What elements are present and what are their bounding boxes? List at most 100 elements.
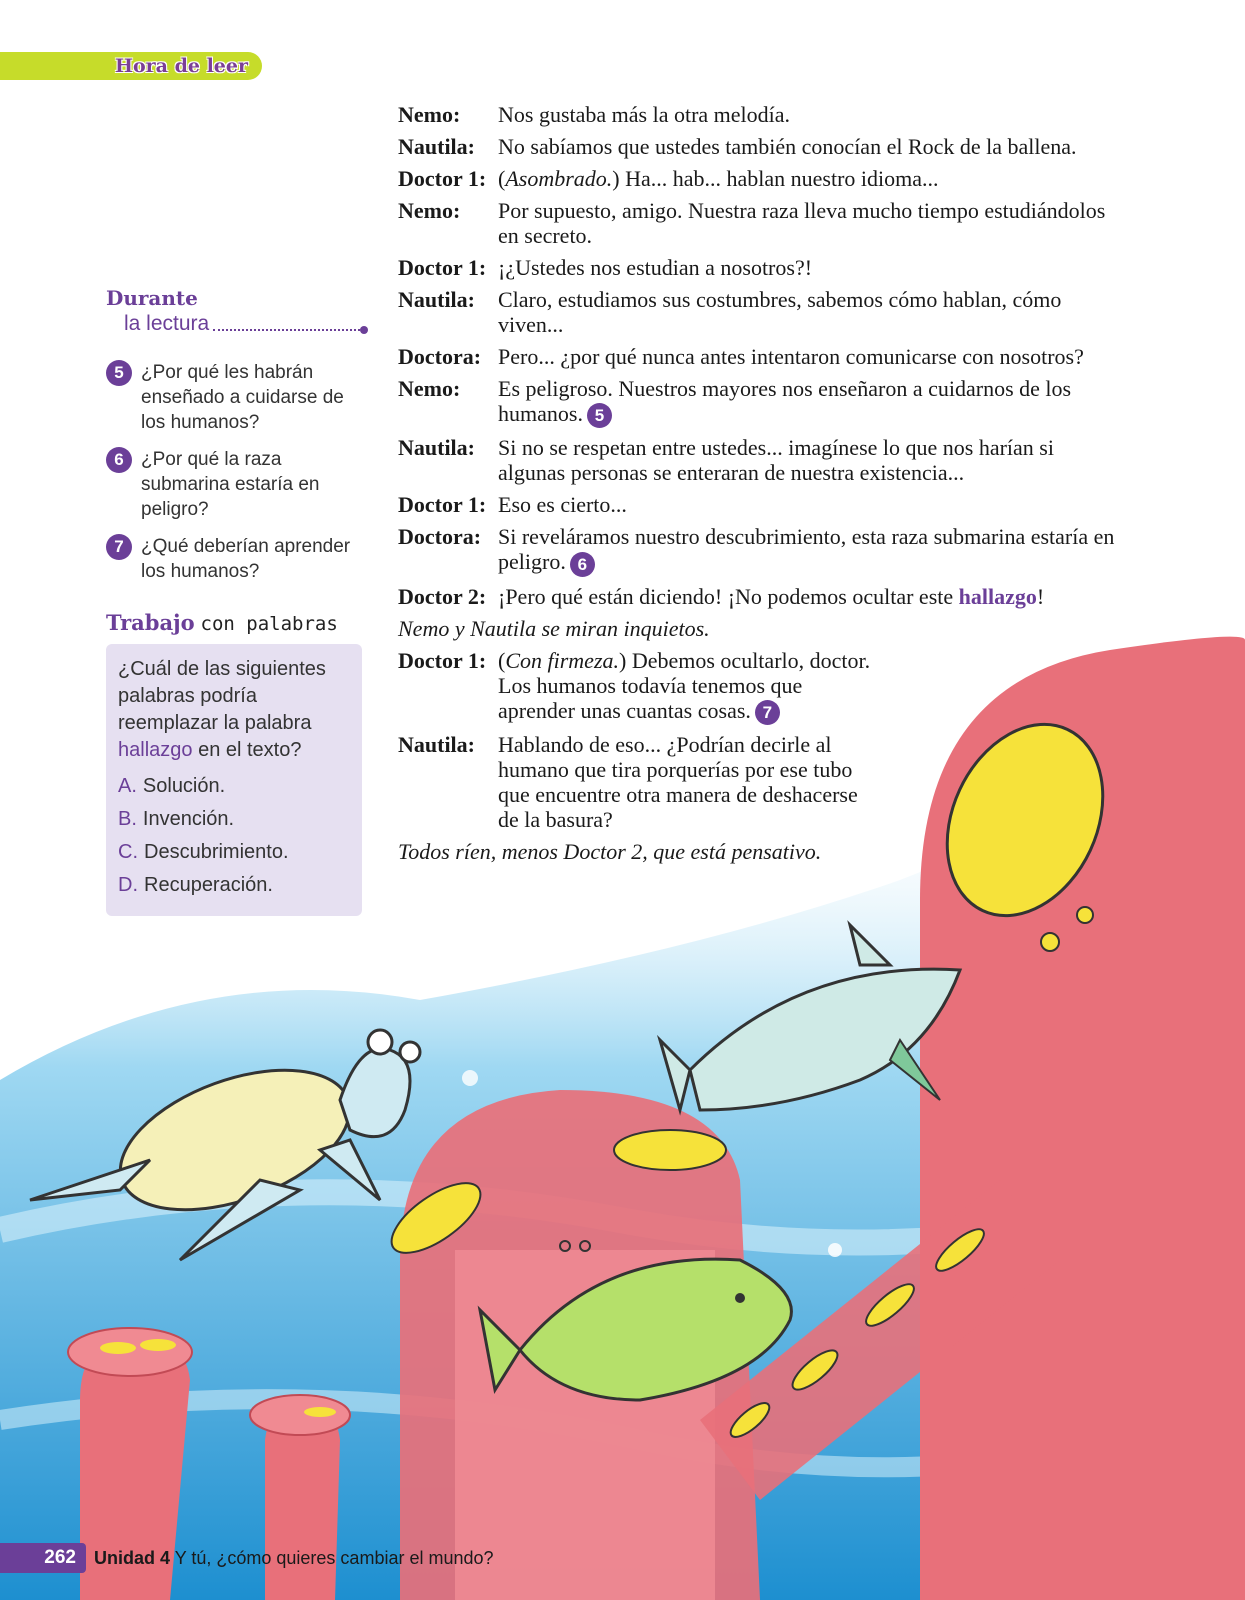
line-text-main: Debemos ocultarlo, doctor. Los humanos t… <box>498 647 871 723</box>
turtle <box>29 1028 422 1262</box>
dialogue-line: Nautila: Claro, estudiamos sus costumbres… <box>398 287 1118 337</box>
question-number-badge: 5 <box>106 360 132 386</box>
speaker: Nemo: <box>398 102 461 127</box>
page-footer: 262 Unidad 4 Y tú, ¿cómo quieres cambiar… <box>0 1543 494 1573</box>
question-number-badge: 6 <box>106 447 132 473</box>
speaker: Nemo: <box>398 198 461 223</box>
dialogue-line: Nautila: No sabíamos que ustedes también … <box>398 134 1118 159</box>
speaker: Nautila: <box>398 134 475 159</box>
speaker: Doctora: <box>398 344 482 369</box>
coral-pillar-left <box>80 1335 190 1600</box>
paren-open: ( <box>498 647 506 673</box>
paren-open: ( <box>498 166 506 191</box>
question-item: 7 ¿Qué deberían aprender los humanos? <box>106 534 364 584</box>
tower-window <box>945 722 1105 918</box>
answer-option-c[interactable]: C. Descubrimiento. <box>118 836 350 869</box>
line-text-main: Es peligroso. Nuestros mayores nos enseñ… <box>498 376 1072 426</box>
answer-option-d[interactable]: D. Recuperación. <box>118 869 350 902</box>
line-text-main: Si reveláramos nuestro descubrimiento, e… <box>498 524 1115 575</box>
dialogue-line: Doctor 1: (Asombrado.) Ha... hab... habla… <box>398 166 1118 191</box>
green-fish <box>477 1257 793 1402</box>
durante-sub-label: la lectura <box>124 312 210 335</box>
question-list: 5 ¿Por qué les habrán enseñado a cuidars… <box>106 360 364 584</box>
question-reference-badge: 7 <box>754 700 780 726</box>
question-text: ¿Por qué les habrán enseñado a cuidarse … <box>141 362 344 433</box>
dialogue-line: Nemo: Por supuesto, amigo. Nuestra raza l… <box>398 198 1118 248</box>
line-text: Por supuesto, amigo. Nuestra raza lleva … <box>498 198 1106 248</box>
question-text: ¿Por qué la raza submarina estaría en pe… <box>141 449 320 520</box>
option-text: Recuperación. <box>144 874 273 896</box>
dialogue-line: Doctora: Pero... ¿por qué nunca antes int… <box>398 344 1118 369</box>
trabajo-title: Trabajo con palabras <box>106 610 364 636</box>
trabajo-title-bold: Trabajo <box>106 610 195 635</box>
line-text: Eso es cierto... <box>498 492 627 518</box>
line-text: Claro, estudiamos sus costumbres, sabemo… <box>498 287 1062 337</box>
dialogue-line: Nautila: Hablando de eso... ¿Podrían deci… <box>398 732 878 832</box>
speaker: Doctor 2: <box>398 583 487 609</box>
question-reference-badge: 5 <box>586 403 612 429</box>
shark <box>656 920 963 1116</box>
dialogue: Nemo: Nos gustaba más la otra melodía. Na… <box>398 102 1118 871</box>
question-text: ¿Qué deberían aprender los humanos? <box>141 536 351 582</box>
option-text: Solución. <box>142 775 226 797</box>
dialogue-line: Nautila: Si no se respetan entre ustedes.… <box>398 435 1118 485</box>
option-letter: C. <box>118 841 138 863</box>
paren-close: ) <box>619 647 627 673</box>
question-item: 6 ¿Por qué la raza submarina estaría en … <box>106 447 364 522</box>
line-text: Hablando de eso... ¿Podrían decirle al h… <box>498 732 858 833</box>
line-text: Nos gustaba más la otra melodía. <box>498 102 791 127</box>
line-text: ¡¿Ustedes nos estudian a nosotros?! <box>498 255 813 280</box>
speaker: Doctora: <box>398 524 482 550</box>
dialogue-line: Doctor 1: (Con firmeza.) Debemos ocultarl… <box>398 647 878 726</box>
line-text-main: ¡Pero qué están diciendo! ¡No podemos oc… <box>498 583 959 609</box>
answer-options: A.Solución. B.Invención. C. Descubrimient… <box>118 770 350 902</box>
line-text: Pero... ¿por qué nunca antes intentaron … <box>498 344 1084 369</box>
unit-title: Unidad 4 Y tú, ¿cómo quieres cambiar el … <box>94 1548 494 1569</box>
answer-option-b[interactable]: B.Invención. <box>118 803 350 836</box>
vocab-q-post: en el texto? <box>192 739 302 761</box>
speaker: Nautila: <box>398 732 475 758</box>
unit-label: Unidad 4 <box>94 1547 171 1568</box>
stage-direction: Con firmeza. <box>505 647 620 673</box>
question-item: 5 ¿Por qué les habrán enseñado a cuidars… <box>106 360 364 435</box>
dialogue-line: Doctor 1: ¡¿Ustedes nos estudian a nosotr… <box>398 255 1118 280</box>
line-text: Si no se respetan entre ustedes... imagí… <box>498 435 1054 486</box>
page-number: 262 <box>0 1543 86 1573</box>
line-text: (Asombrado.) Ha... hab... hablan nuestro… <box>498 166 1118 191</box>
option-text: Invención. <box>142 808 235 830</box>
vocab-word: hallazgo <box>118 739 193 761</box>
section-header-tab: Hora de leer <box>0 52 262 80</box>
line-text-end: ! <box>1036 583 1045 609</box>
unit-name: Y tú, ¿cómo quieres cambiar el mundo? <box>170 1547 494 1568</box>
durante-title: Durante <box>106 286 198 310</box>
coral-tube <box>700 1180 1060 1500</box>
question-number-badge: 7 <box>106 534 132 560</box>
dialogue-line: Nemo: Es peligroso. Nuestros mayores nos … <box>398 376 1118 429</box>
speaker: Doctor 1: <box>398 166 487 191</box>
section-title: Hora de leer <box>115 55 248 77</box>
question-reference-badge: 6 <box>569 551 595 577</box>
option-letter: B. <box>118 808 137 830</box>
speaker: Nautila: <box>398 435 475 461</box>
answer-option-a[interactable]: A.Solución. <box>118 770 350 803</box>
line-text: ¡Pero qué están diciendo! ¡No podemos oc… <box>498 584 1118 609</box>
line-text-main: Ha... hab... hablan nuestro idioma... <box>619 166 939 191</box>
stage-direction-line: Nemo y Nautila se miran inquietos. <box>398 615 710 641</box>
option-letter: A. <box>118 775 137 797</box>
stage-direction: Asombrado. <box>505 166 613 191</box>
dialogue-line: Doctora: Si reveláramos nuestro descubrim… <box>398 524 1118 577</box>
coral-pillar-mid <box>265 1400 340 1600</box>
line-text: Si reveláramos nuestro descubrimiento, e… <box>498 524 1118 577</box>
line-text: No sabíamos que ustedes también conocían… <box>498 134 1077 159</box>
dialogue-line: Nemo: Nos gustaba más la otra melodía. <box>398 102 1118 127</box>
speaker: Doctor 1: <box>398 647 487 673</box>
durante-subtitle: la lectura <box>124 312 368 336</box>
option-letter: D. <box>118 874 138 896</box>
speaker: Nemo: <box>398 376 461 401</box>
speaker: Doctor 1: <box>398 255 487 280</box>
speaker: Nautila: <box>398 287 475 312</box>
option-text: Descubrimiento. <box>144 841 289 863</box>
speaker: Doctor 1: <box>398 492 487 518</box>
line-text: (Con firmeza.) Debemos ocultarlo, doctor… <box>498 647 878 726</box>
